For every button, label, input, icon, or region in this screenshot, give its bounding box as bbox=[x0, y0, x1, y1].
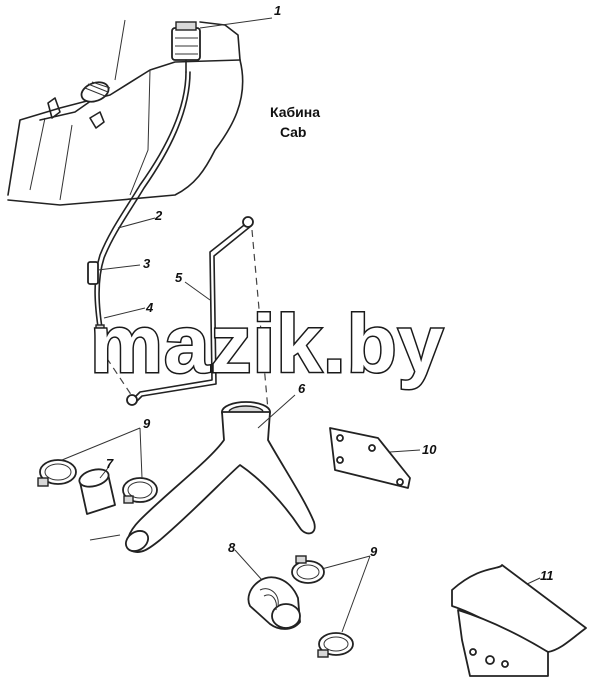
callout-6: 6 bbox=[298, 381, 306, 396]
y-pipe-part-6 bbox=[124, 401, 316, 553]
clamp-part-9-right bbox=[291, 555, 354, 658]
callout-1: 1 bbox=[274, 3, 281, 18]
callout-2: 2 bbox=[154, 208, 163, 223]
support-saddle-part-11 bbox=[451, 564, 587, 677]
watermark: mazik.by bbox=[90, 299, 444, 390]
pedal-lever bbox=[39, 81, 111, 129]
assembly-line-2 bbox=[99, 347, 133, 397]
assembly-line-1 bbox=[251, 229, 269, 411]
cab-label-en: Cab bbox=[280, 124, 306, 140]
reservoir-part-1 bbox=[171, 21, 201, 73]
tube-part-5 bbox=[126, 216, 254, 406]
bracket-plate-part-10 bbox=[329, 427, 411, 489]
sleeve-part-7 bbox=[78, 468, 116, 515]
leader-lines bbox=[61, 17, 541, 633]
callout-4: 4 bbox=[145, 300, 154, 315]
callout-9-right: 9 bbox=[370, 544, 378, 559]
callout-5: 5 bbox=[175, 270, 183, 285]
callout-7: 7 bbox=[106, 456, 114, 471]
cab-outline bbox=[7, 19, 244, 206]
callout-3: 3 bbox=[143, 256, 151, 271]
elbow-part-8 bbox=[247, 576, 301, 630]
callout-9-left: 9 bbox=[143, 416, 151, 431]
hose-assembly bbox=[87, 71, 191, 348]
callout-8: 8 bbox=[228, 540, 236, 555]
cab-label-ru: Кабина bbox=[270, 104, 320, 120]
callout-11: 11 bbox=[540, 568, 554, 583]
callout-10: 10 bbox=[422, 442, 437, 457]
clamp-part-9-left bbox=[37, 459, 158, 504]
